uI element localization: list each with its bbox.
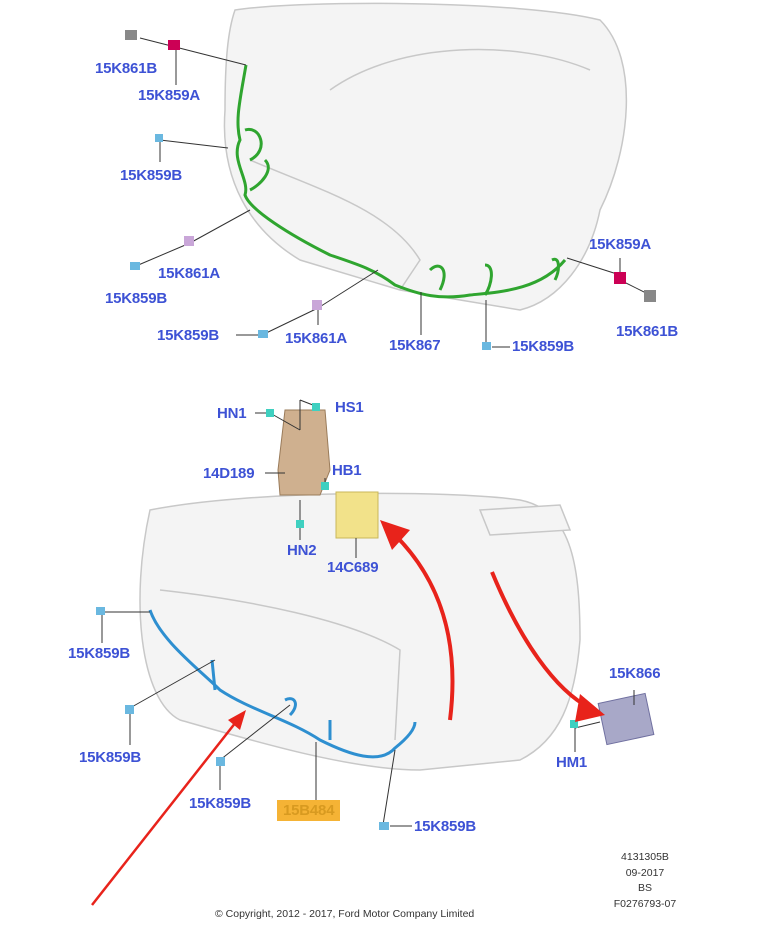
part-label[interactable]: 15K859B bbox=[157, 327, 219, 344]
rear-harness bbox=[148, 609, 417, 759]
copyright-notice: © Copyright, 2012 - 2017, Ford Motor Com… bbox=[215, 908, 475, 920]
part-label[interactable]: 15K861A bbox=[285, 330, 347, 347]
part-label[interactable]: 15K859B bbox=[120, 167, 182, 184]
part-label[interactable]: 15K866 bbox=[609, 665, 661, 682]
part-label[interactable]: 14C689 bbox=[327, 559, 379, 576]
part-label[interactable]: HB1 bbox=[332, 462, 362, 479]
highlighted-part-label[interactable]: 15B484 bbox=[277, 800, 341, 821]
bracket-14D189 bbox=[277, 409, 655, 746]
part-label[interactable]: 15K861B bbox=[616, 323, 678, 340]
part-label[interactable]: 15K859B bbox=[414, 818, 476, 835]
illustration-code: BS bbox=[637, 882, 652, 894]
part-label[interactable]: HN2 bbox=[287, 542, 317, 559]
front-connectors bbox=[125, 30, 656, 350]
part-label[interactable]: 14D189 bbox=[203, 465, 255, 482]
part-label[interactable]: 15K859A bbox=[138, 87, 200, 104]
part-label[interactable]: 15K859B bbox=[105, 290, 167, 307]
module-14C689 bbox=[335, 491, 379, 539]
part-label[interactable]: HN1 bbox=[217, 405, 247, 422]
rear-vehicle-outline bbox=[139, 492, 581, 771]
part-label[interactable]: 15K859B bbox=[79, 749, 141, 766]
module-15K866 bbox=[597, 692, 655, 746]
part-label[interactable]: 15K861B bbox=[95, 60, 157, 77]
front-harness bbox=[235, 64, 567, 299]
part-label[interactable]: HS1 bbox=[335, 399, 364, 416]
part-label[interactable]: 15K859B bbox=[512, 338, 574, 355]
part-label[interactable]: 15K859B bbox=[189, 795, 251, 812]
figure-id: F0276793-07 bbox=[613, 897, 677, 910]
part-label[interactable]: 15K861A bbox=[158, 265, 220, 282]
front-vehicle-outline bbox=[223, 2, 628, 311]
part-label[interactable]: 15K859B bbox=[68, 645, 130, 662]
part-label[interactable]: HM1 bbox=[556, 754, 588, 771]
part-label[interactable]: 15K859A bbox=[589, 236, 651, 253]
illustration-date: 09-2017 bbox=[625, 866, 665, 879]
illustration-id: 4131305B bbox=[621, 851, 669, 863]
rear-connectors bbox=[96, 403, 578, 830]
red-arrows bbox=[91, 520, 605, 906]
part-label[interactable]: 15K867 bbox=[389, 337, 441, 354]
illustration-info: 4131305B 09-2017 BS F0276793-07 bbox=[590, 850, 700, 912]
